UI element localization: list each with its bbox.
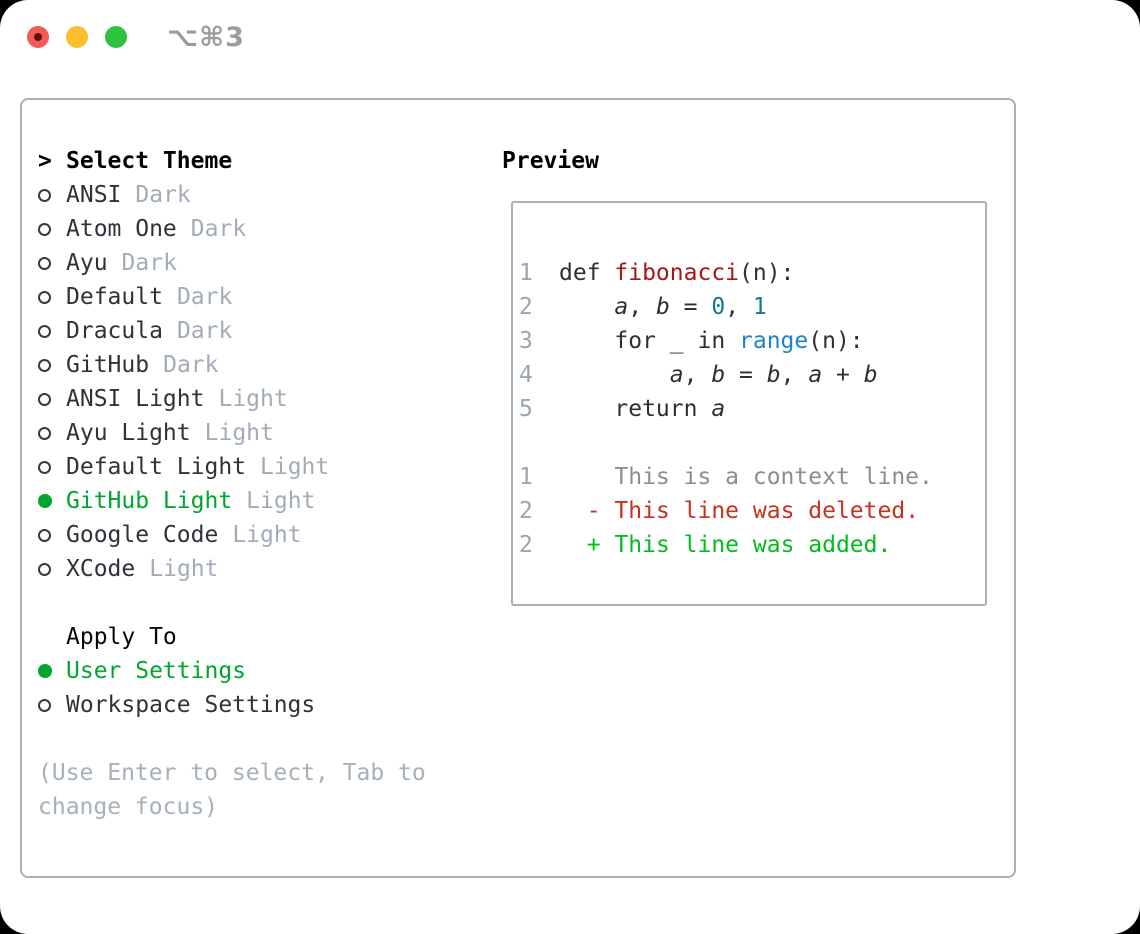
- theme-option-label: ANSI Light: [66, 386, 205, 412]
- radio-unselected-icon: [38, 426, 66, 440]
- keyboard-hint: (Use Enter to select, Tab to change focu…: [38, 760, 426, 820]
- radio-unselected-icon: [38, 358, 66, 372]
- theme-option-label: GitHub Light: [66, 488, 233, 514]
- radio-unselected-icon: [38, 460, 66, 474]
- theme-option-google-code[interactable]: Google Code Light: [38, 518, 478, 552]
- window-title-shortcut: ⌥⌘3: [167, 22, 245, 53]
- theme-option-label: GitHub: [66, 352, 150, 378]
- theme-option-label: Ayu: [66, 250, 108, 276]
- theme-variant-label: Dark: [190, 216, 247, 242]
- radio-unselected-icon: [38, 324, 66, 338]
- theme-option-label: XCode: [66, 556, 136, 582]
- theme-variant-label: Dark: [135, 182, 191, 208]
- theme-variant-label: Light: [149, 556, 219, 582]
- line-number: 2: [519, 498, 533, 524]
- radio-unselected-icon: [38, 222, 66, 236]
- radio-unselected-icon: [38, 528, 66, 542]
- radio-unselected-icon: [38, 256, 66, 270]
- theme-option-label: Google Code: [66, 522, 219, 548]
- theme-variant-label: Dark: [176, 318, 233, 344]
- theme-option-github[interactable]: GitHub Dark: [38, 348, 478, 382]
- preview-code-line: 2 + This line was added.: [519, 528, 985, 562]
- theme-variant-label: Dark: [121, 250, 177, 276]
- spacer: [38, 586, 478, 620]
- spacer: [38, 722, 478, 756]
- radio-unselected-icon: [38, 188, 66, 202]
- preview-code-line: [519, 426, 985, 460]
- apply-option-label: User Settings: [66, 658, 247, 684]
- radio-unselected-icon: [38, 392, 66, 406]
- apply-option-label: Workspace Settings: [66, 692, 316, 718]
- radio-unselected-icon: [38, 698, 66, 712]
- apply-option-user-settings[interactable]: User Settings: [38, 654, 478, 688]
- theme-variant-label: Light: [246, 488, 316, 514]
- theme-option-label: ANSI: [66, 182, 122, 208]
- theme-option-label: Dracula: [66, 318, 163, 344]
- theme-option-dracula[interactable]: Dracula Dark: [38, 314, 478, 348]
- line-number: 1: [519, 464, 533, 490]
- preview-code-line: 4 a, b = b, a + b: [519, 358, 985, 392]
- theme-variant-label: Dark: [163, 352, 219, 378]
- theme-option-label: Default Light: [66, 454, 247, 480]
- theme-variant-label: Light: [260, 454, 330, 480]
- preview-code-line: 2 - This line was deleted.: [519, 494, 985, 528]
- line-number: 3: [519, 328, 533, 354]
- theme-option-default-light[interactable]: Default Light Light: [38, 450, 478, 484]
- radio-unselected-icon: [38, 562, 66, 576]
- theme-option-label: Ayu Light: [66, 420, 191, 446]
- minimize-button[interactable]: [66, 26, 88, 48]
- line-number: 2: [519, 294, 533, 320]
- radio-selected-icon: [38, 664, 66, 678]
- line-number: 4: [519, 362, 533, 388]
- theme-option-xcode[interactable]: XCode Light: [38, 552, 478, 586]
- theme-option-ansi[interactable]: ANSI Dark: [38, 178, 478, 212]
- apply-to-title: Apply To: [66, 624, 177, 650]
- apply-to-title-row: Apply To: [38, 620, 478, 654]
- theme-picker-title: Select Theme: [66, 148, 233, 174]
- theme-option-label: Default: [66, 284, 163, 310]
- preview-code-line: 2 a, b = 0, 1: [519, 290, 985, 324]
- theme-picker-title-row: > Select Theme: [38, 144, 478, 178]
- line-number: 5: [519, 396, 533, 422]
- theme-option-default[interactable]: Default Dark: [38, 280, 478, 314]
- theme-variant-label: Light: [218, 386, 288, 412]
- preview-title: Preview: [502, 148, 599, 174]
- apply-option-workspace-settings[interactable]: Workspace Settings: [38, 688, 478, 722]
- preview-code-line: 5 return a: [519, 392, 985, 426]
- theme-option-label: Atom One: [66, 216, 177, 242]
- preview-code-line: 1 This is a context line.: [519, 460, 985, 494]
- titlebar: ⌥⌘3: [0, 0, 1140, 75]
- theme-variant-label: Light: [232, 522, 302, 548]
- theme-option-ayu-light[interactable]: Ayu Light Light: [38, 416, 478, 450]
- radio-selected-icon: [38, 494, 66, 508]
- close-button[interactable]: [27, 26, 49, 48]
- theme-option-atom-one[interactable]: Atom One Dark: [38, 212, 478, 246]
- preview-code-line: 3 for _ in range(n):: [519, 324, 985, 358]
- line-number: 1: [519, 260, 533, 286]
- theme-variant-label: Dark: [176, 284, 233, 310]
- theme-option-ayu[interactable]: Ayu Dark: [38, 246, 478, 280]
- line-number: 2: [519, 532, 533, 558]
- unsaved-dot-icon: [34, 33, 42, 41]
- radio-unselected-icon: [38, 290, 66, 304]
- theme-variant-label: Light: [204, 420, 274, 446]
- theme-option-ansi-light[interactable]: ANSI Light Light: [38, 382, 478, 416]
- theme-option-github-light[interactable]: GitHub Light Light: [38, 484, 478, 518]
- focus-arrow-icon: >: [38, 148, 52, 174]
- zoom-button[interactable]: [105, 26, 127, 48]
